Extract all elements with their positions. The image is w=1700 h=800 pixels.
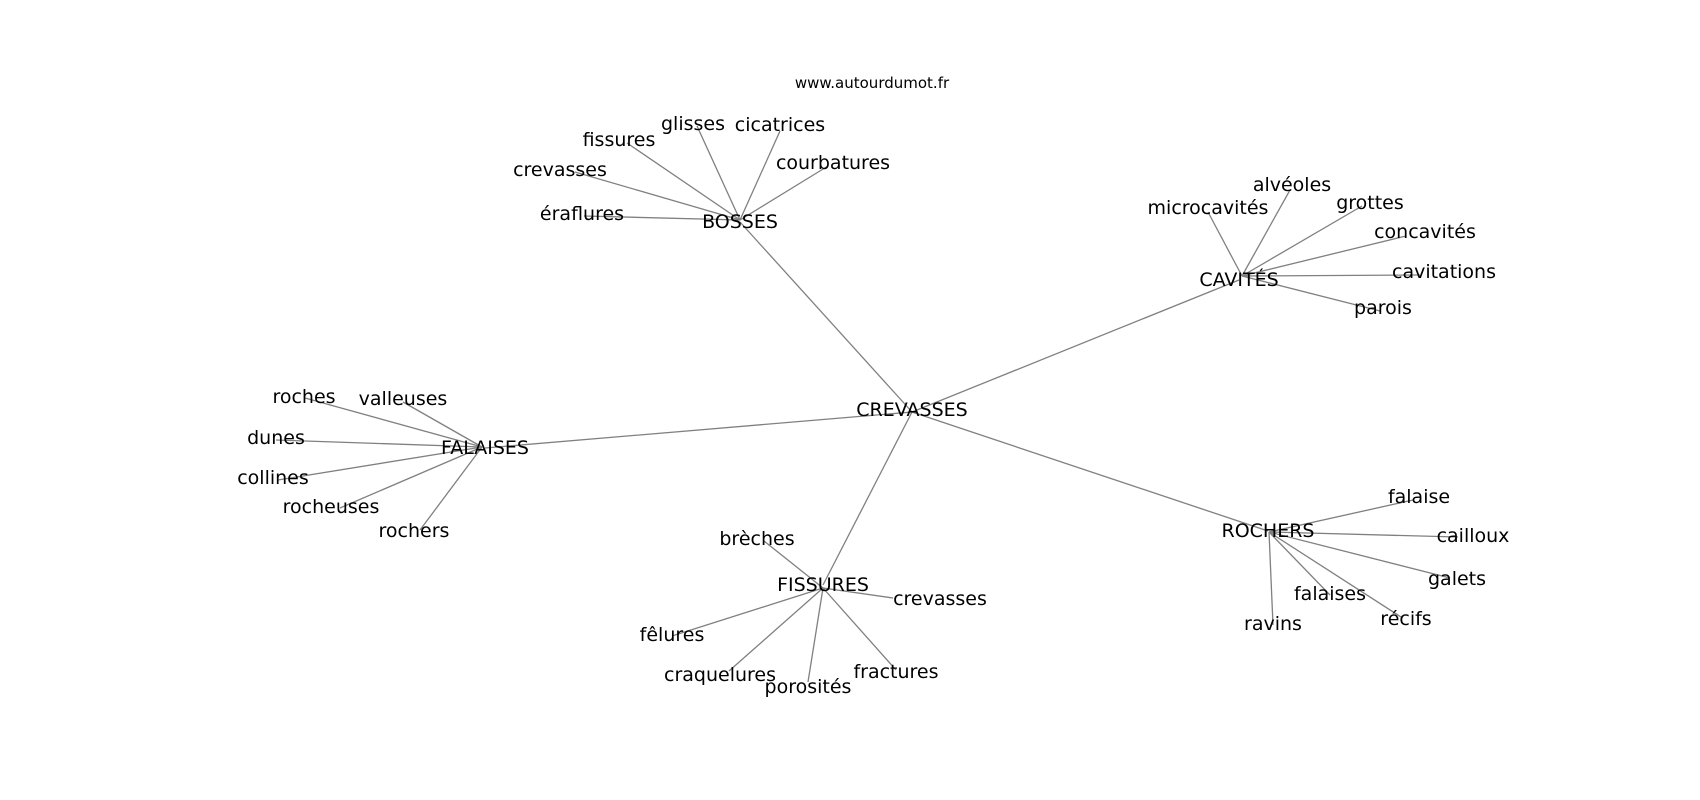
edge-line (419, 446, 483, 531)
leaf-word[interactable]: ravins (1244, 613, 1302, 635)
edge-line (304, 397, 483, 448)
leaf-word[interactable]: porosités (765, 676, 852, 698)
edge-line (1268, 531, 1459, 538)
center-word[interactable]: CREVASSES (856, 399, 967, 421)
edge-line (807, 587, 824, 683)
hub-rochers[interactable]: ROCHERS (1222, 520, 1315, 542)
leaf-word[interactable]: concavités (1374, 221, 1476, 243)
leaf-word[interactable]: fissures (583, 129, 656, 151)
edge-line (1241, 189, 1291, 277)
leaf-word[interactable]: valleuses (359, 388, 448, 410)
edge-line (739, 130, 781, 221)
edges-layer (275, 125, 1459, 683)
edge-line (583, 215, 741, 221)
leaf-word[interactable]: glisses (661, 113, 725, 135)
edge-line (671, 587, 824, 637)
edge-line (1268, 531, 1331, 596)
edge-line (277, 446, 483, 481)
edge-line (484, 411, 913, 449)
edge-line (763, 540, 824, 589)
leaf-word[interactable]: crevasses (893, 588, 987, 610)
edge-line (822, 411, 913, 586)
leaf-word[interactable]: parois (1354, 297, 1412, 319)
leaf-word[interactable]: falaises (1294, 583, 1366, 605)
edge-line (1241, 274, 1421, 277)
hub-bosses[interactable]: BOSSES (702, 211, 778, 233)
edge-line (739, 165, 829, 221)
leaf-word[interactable]: galets (1428, 568, 1486, 590)
leaf-word[interactable]: falaise (1388, 486, 1450, 508)
edge-line (626, 142, 741, 221)
leaf-word[interactable]: cailloux (1437, 525, 1510, 547)
edge-line (574, 171, 741, 221)
leaf-word[interactable]: récifs (1380, 608, 1431, 630)
leaf-word[interactable]: fractures (853, 661, 938, 683)
edge-line (739, 221, 913, 413)
leaf-word[interactable]: rocheuses (283, 496, 380, 518)
edge-line (1268, 499, 1414, 533)
edge-line (339, 446, 483, 509)
edge-line (1207, 211, 1243, 277)
edge-line (1241, 205, 1363, 277)
hub-falaises[interactable]: FALAISES (441, 437, 529, 459)
leaf-word[interactable]: éraflures (540, 203, 624, 225)
leaf-word[interactable]: microcavités (1148, 197, 1269, 219)
leaf-word[interactable]: brèches (719, 528, 794, 550)
edge-line (275, 439, 483, 448)
leaf-word[interactable]: fêlures (640, 624, 705, 646)
edge-line (1268, 531, 1451, 579)
leaf-word[interactable]: courbatures (776, 152, 890, 174)
site-url[interactable]: www.autourdumot.fr (795, 74, 950, 92)
leaf-word[interactable]: cavitations (1392, 261, 1496, 283)
edge-line (728, 587, 824, 672)
edge-line (1241, 235, 1407, 277)
edge-line (402, 401, 483, 448)
edge-line (822, 587, 894, 599)
hub-cavites[interactable]: CAVITÉS (1199, 268, 1278, 291)
leaf-word[interactable]: alvéoles (1253, 174, 1331, 196)
leaf-word[interactable]: dunes (247, 427, 305, 449)
leaf-word[interactable]: craquelures (664, 664, 776, 686)
leaf-word[interactable]: rochers (379, 520, 450, 542)
edge-line (1268, 531, 1274, 626)
leaf-word[interactable]: roches (272, 386, 335, 408)
leaf-word[interactable]: crevasses (513, 159, 607, 181)
edge-line (822, 587, 897, 671)
edge-line (1241, 275, 1381, 312)
leaf-word[interactable]: collines (237, 467, 309, 489)
edge-line (1268, 531, 1402, 618)
hub-fissures[interactable]: FISSURES (777, 574, 869, 596)
edge-line (696, 125, 741, 221)
edge-line (911, 411, 1269, 532)
leaf-word[interactable]: cicatrices (735, 114, 825, 136)
edge-line (911, 279, 1240, 413)
leaf-word[interactable]: grottes (1336, 192, 1404, 214)
